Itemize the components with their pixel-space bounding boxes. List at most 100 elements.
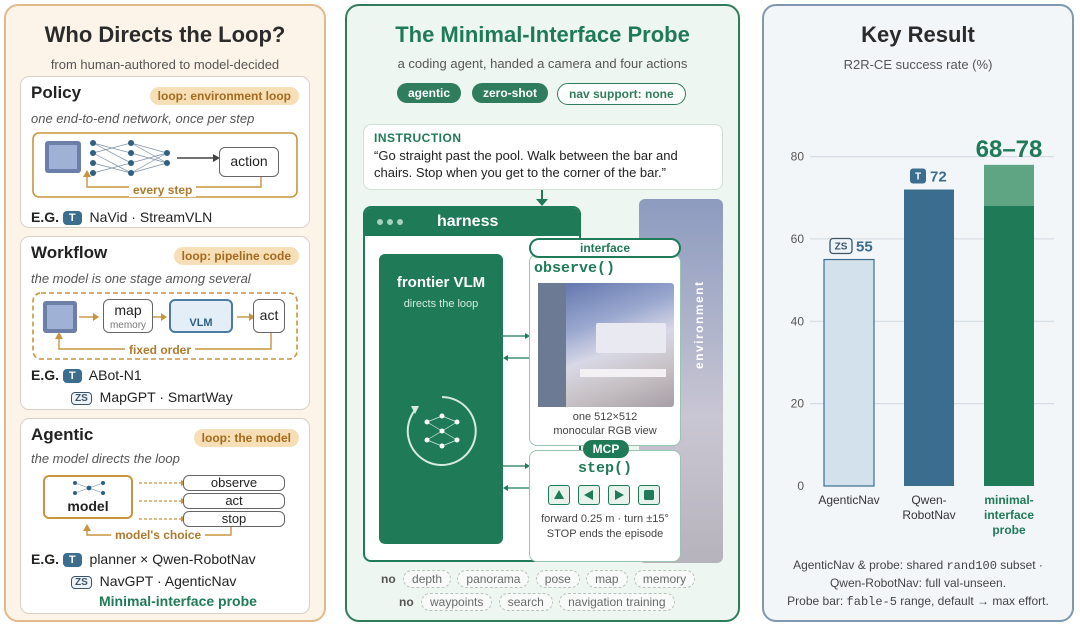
neural-net-icon bbox=[90, 140, 170, 176]
y-tick-label: 80 bbox=[791, 150, 805, 164]
instruction-box: INSTRUCTION “Go straight past the pool. … bbox=[363, 124, 723, 190]
instruction-text: “Go straight past the pool. Walk between… bbox=[374, 148, 678, 180]
chart-footnote-3: Probe bar: fable-5 range, default → max … bbox=[787, 594, 1049, 609]
stop-square-icon bbox=[644, 490, 654, 500]
stop-button[interactable] bbox=[638, 485, 660, 505]
chip-nav-support: nav support: none bbox=[557, 83, 686, 105]
workflow-card: Workflow loop: pipeline code the model i… bbox=[20, 236, 310, 410]
middle-panel-subtitle: a coding agent, handed a camera and four… bbox=[397, 56, 688, 71]
harness-header: harness bbox=[365, 208, 579, 236]
y-tick-label: 40 bbox=[791, 314, 805, 328]
left-panel-subtitle: from human-authored to model-decided bbox=[50, 57, 280, 72]
no-row-1: no depth panorama pose map memory bbox=[381, 570, 698, 588]
middle-panel-title: The Minimal-Interface Probe bbox=[395, 22, 690, 47]
no-navigation-training: navigation training bbox=[559, 593, 675, 611]
policy-desc: one end-to-end network, once per step bbox=[31, 111, 255, 126]
camera-view-image bbox=[538, 283, 674, 407]
window-dot-icon bbox=[387, 219, 393, 225]
no-panorama: panorama bbox=[457, 570, 530, 588]
mcp-badge: MCP bbox=[583, 440, 629, 458]
right-panel-title: Key Result bbox=[861, 22, 975, 47]
workflow-title: Workflow bbox=[31, 243, 108, 262]
bar bbox=[823, 258, 875, 487]
y-tick-label: 20 bbox=[791, 397, 805, 411]
model-box: model bbox=[43, 475, 133, 519]
right-panel-subtitle: R2R-CE success rate (%) bbox=[843, 57, 993, 72]
y-tick-label: 60 bbox=[791, 232, 805, 246]
neural-net-icon bbox=[406, 396, 477, 466]
value-label: 72 bbox=[930, 169, 947, 186]
agentic-desc: the model directs the loop bbox=[31, 451, 180, 466]
value-label: 55 bbox=[856, 239, 873, 256]
policy-loop-label: every step bbox=[129, 183, 197, 197]
value-label: 68–78 bbox=[976, 136, 1043, 163]
loop-taxonomy-panel: Who Directs the Loop? from human-authore… bbox=[4, 4, 326, 622]
step-box: step() forward 0.25 m · turn ±15° STOP e… bbox=[529, 450, 681, 562]
category-label: minimal- bbox=[984, 493, 1033, 507]
category-label: interface bbox=[984, 508, 1034, 522]
zero-shot-badge: ZS bbox=[71, 392, 92, 405]
agentic-examples-zeroshot: ZS NavGPT · AgenticNav bbox=[71, 573, 236, 589]
agentic-card: Agentic loop: the model the model direct… bbox=[20, 418, 310, 614]
bar bbox=[984, 206, 1034, 486]
neural-net-icon bbox=[73, 481, 105, 495]
no-row-2: no waypoints search navigation training bbox=[399, 593, 678, 611]
no-search: search bbox=[498, 593, 553, 611]
frontier-vlm-box: frontier VLM directs the loop bbox=[379, 254, 503, 544]
window-dot-icon bbox=[397, 219, 403, 225]
act-option: act bbox=[183, 493, 285, 509]
badge-label: ZS bbox=[835, 242, 848, 253]
no-map: map bbox=[586, 570, 628, 588]
y-tick-label: 0 bbox=[797, 479, 804, 493]
no-waypoints: waypoints bbox=[421, 593, 493, 611]
zero-shot-badge bbox=[829, 237, 853, 255]
harness-label: harness bbox=[437, 213, 499, 230]
no-depth: depth bbox=[403, 570, 452, 588]
chip-zero-shot: zero-shot bbox=[472, 83, 548, 103]
category-label: AgenticNav bbox=[818, 493, 879, 507]
workflow-loop-label: fixed order bbox=[125, 343, 196, 357]
observe-function: observe() bbox=[534, 260, 616, 277]
window-dot-icon bbox=[377, 219, 383, 225]
vlm-box: VLM bbox=[169, 299, 233, 333]
trained-badge: T bbox=[62, 211, 82, 225]
bar-range bbox=[984, 164, 1034, 206]
category-label: Qwen- bbox=[911, 493, 946, 507]
category-label: probe bbox=[992, 523, 1026, 537]
chart-footnote-2: Qwen-RobotNav: full val-unseen. bbox=[829, 576, 1007, 590]
agentic-examples-trained: E.G. T planner × Qwen-RobotNav bbox=[31, 551, 256, 567]
instruction-arrow bbox=[536, 190, 548, 206]
forward-button[interactable] bbox=[548, 485, 570, 505]
policy-card: Policy loop: environment loop one end-to… bbox=[20, 76, 310, 228]
badge-label: T bbox=[915, 172, 921, 183]
probe-panel: The Minimal-Interface Probe a coding age… bbox=[345, 4, 740, 622]
arrow-right-icon bbox=[615, 490, 624, 500]
stop-option: stop bbox=[183, 511, 285, 527]
vlm-title: frontier VLM bbox=[396, 274, 486, 291]
trained-badge bbox=[910, 168, 926, 184]
workflow-loop-tag: loop: pipeline code bbox=[173, 247, 299, 265]
chart-footnote-1: AgenticNav & probe: shared rand100 subse… bbox=[793, 558, 1043, 573]
instruction-label: INSTRUCTION bbox=[374, 131, 462, 145]
key-result-panel: Key Result R2R-CE success rate (%) 0 20 40… bbox=[762, 4, 1074, 622]
turn-left-button[interactable] bbox=[578, 485, 600, 505]
view-caption-2: monocular RGB view bbox=[553, 425, 657, 437]
trained-badge: T bbox=[62, 369, 82, 383]
step-function: step() bbox=[577, 460, 632, 477]
left-panel-title: Who Directs the Loop? bbox=[44, 22, 286, 47]
trained-badge: T bbox=[62, 553, 82, 567]
arrow-up-icon bbox=[554, 490, 564, 499]
vlm-subtitle: directs the loop bbox=[403, 298, 479, 310]
turn-right-button[interactable] bbox=[608, 485, 630, 505]
policy-examples: E.G. T NaVid · StreamVLN bbox=[31, 209, 213, 225]
no-pose: pose bbox=[535, 570, 580, 588]
step-caption-1: forward 0.25 m · turn ±15° bbox=[541, 513, 669, 525]
action-box: action bbox=[219, 147, 279, 177]
agentic-loop-tag: loop: the model bbox=[193, 429, 299, 447]
workflow-desc: the model is one stage among several bbox=[31, 271, 251, 286]
minimal-interface-probe-highlight: Minimal-interface probe bbox=[99, 593, 257, 609]
bar bbox=[904, 189, 954, 486]
environment-label: environment bbox=[692, 280, 706, 369]
agentic-title: Agentic bbox=[31, 425, 94, 444]
